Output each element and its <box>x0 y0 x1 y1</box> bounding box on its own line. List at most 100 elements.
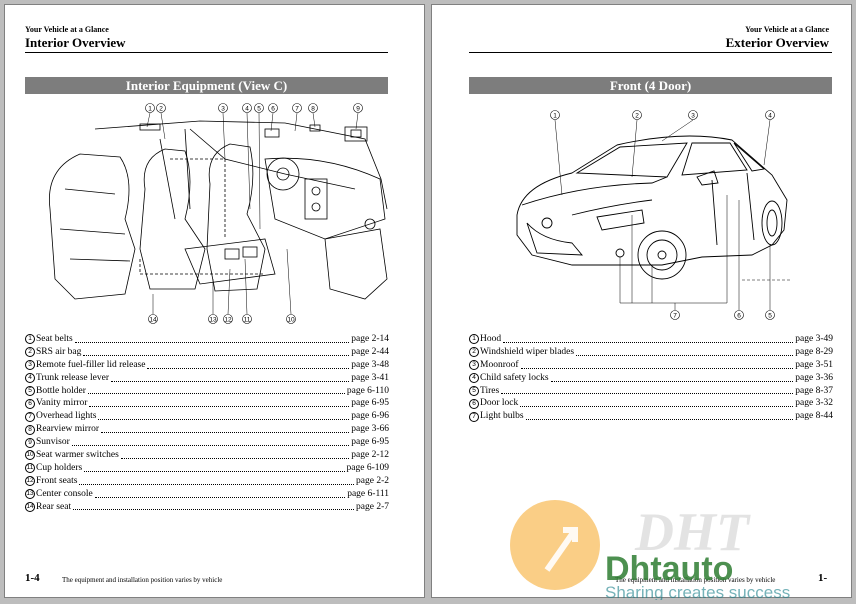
callout-3: 3 <box>218 103 228 113</box>
callout-11: 11 <box>242 314 252 324</box>
dot-leader <box>94 496 346 498</box>
item-page-ref: page 6-95 <box>351 437 389 448</box>
interior-illustration: 1 2 3 4 5 6 7 8 9 10 11 12 13 14 <box>48 103 388 324</box>
title-rule <box>469 52 832 53</box>
item-label: Vanity mirror <box>36 398 88 409</box>
footer-note: The equipment and installation position … <box>62 576 223 584</box>
watermark-orange-circle <box>510 500 600 590</box>
item-number: 4 <box>469 373 479 384</box>
item-page-ref: page 6-96 <box>351 411 389 422</box>
item-page-ref: page 3-66 <box>351 424 389 435</box>
item-label: Overhead lights <box>36 411 97 422</box>
page-title: Exterior Overview <box>725 35 829 50</box>
dot-leader <box>120 457 350 459</box>
dot-leader <box>89 406 350 408</box>
item-number: 10 <box>25 450 35 461</box>
footer-page-number: 1-4 <box>25 572 40 584</box>
item-number: 6 <box>25 398 35 409</box>
item-number: 2 <box>469 347 479 358</box>
item-label: Rear seat <box>36 501 72 512</box>
item-label: SRS air bag <box>36 346 82 357</box>
dot-leader <box>525 419 794 421</box>
dot-leader <box>73 509 355 511</box>
callout-1: 1 <box>145 103 155 113</box>
item-page-ref: page 6-111 <box>347 488 389 499</box>
svg-text:1: 1 <box>553 113 557 120</box>
item-label: Light bulbs <box>480 411 524 422</box>
dot-leader <box>98 419 350 421</box>
callout-13: 13 <box>208 314 218 324</box>
callout-7: 7 <box>292 103 302 113</box>
section-banner: Interior Equipment (View C) <box>25 77 388 94</box>
item-number: 7 <box>469 411 479 422</box>
item-number: 3 <box>469 360 479 371</box>
svg-text:6: 6 <box>737 313 741 320</box>
item-page-ref: page 3-51 <box>795 359 833 370</box>
callout-4: 4 <box>242 103 252 113</box>
item-label: Moonroof <box>480 359 519 370</box>
footer-note: The equipment and installation position … <box>615 576 776 584</box>
item-number: 13 <box>25 489 35 500</box>
svg-text:7: 7 <box>673 313 677 320</box>
item-page-ref: page 6-110 <box>346 385 389 396</box>
item-number: 5 <box>25 386 35 396</box>
item-number: 14 <box>25 502 35 513</box>
dot-leader <box>101 432 350 434</box>
dot-leader <box>147 367 350 369</box>
svg-text:7: 7 <box>295 106 299 113</box>
item-page-ref: page 2-12 <box>351 450 389 460</box>
item-page-ref: page 2-7 <box>356 501 389 512</box>
dot-leader <box>520 367 794 369</box>
dot-leader <box>501 393 794 395</box>
item-number: 3 <box>25 360 35 371</box>
callout-4: 4 <box>765 110 775 120</box>
item-page-ref: page 2-2 <box>356 475 389 486</box>
item-page-ref: page 2-44 <box>351 346 389 357</box>
dot-leader <box>576 354 794 356</box>
dhtauto-watermark: DHT Dhtauto Sharing creates success <box>510 500 790 600</box>
section-header: Your Vehicle at a Glance <box>745 25 829 34</box>
callout-5: 5 <box>765 310 775 320</box>
item-page-ref: page 3-32 <box>795 398 833 409</box>
page-title: Interior Overview <box>25 35 126 50</box>
svg-text:10: 10 <box>287 317 295 324</box>
watermark-logo-text: DHT <box>634 502 751 562</box>
item-label: Seat belts <box>36 333 73 344</box>
item-number: 1 <box>469 334 479 345</box>
item-page-ref: page 8-29 <box>795 346 833 357</box>
item-label: Trunk release lever <box>36 372 109 383</box>
svg-text:5: 5 <box>257 106 261 113</box>
svg-text:2: 2 <box>159 106 163 113</box>
dot-leader <box>520 406 794 408</box>
item-number: 11 <box>25 463 35 474</box>
callout-2: 2 <box>156 103 166 113</box>
item-page-ref: page 3-49 <box>795 333 833 344</box>
item-label: Front seats <box>36 475 78 486</box>
callout-9: 9 <box>353 103 363 113</box>
item-page-ref: page 6-95 <box>351 398 389 409</box>
item-number: 1 <box>25 334 35 345</box>
item-label: Bottle holder <box>36 385 86 396</box>
item-label: Hood <box>480 333 502 344</box>
callout-6: 6 <box>734 310 744 320</box>
item-label: Door lock <box>480 398 519 409</box>
svg-text:6: 6 <box>271 106 275 113</box>
right-page: Your Vehicle at a Glance Exterior Overvi… <box>431 4 852 598</box>
svg-text:12: 12 <box>224 317 232 324</box>
callout-2: 2 <box>632 110 642 120</box>
item-number: 9 <box>25 437 35 448</box>
exterior-illustration: 1 2 3 4 5 6 7 <box>516 110 792 320</box>
